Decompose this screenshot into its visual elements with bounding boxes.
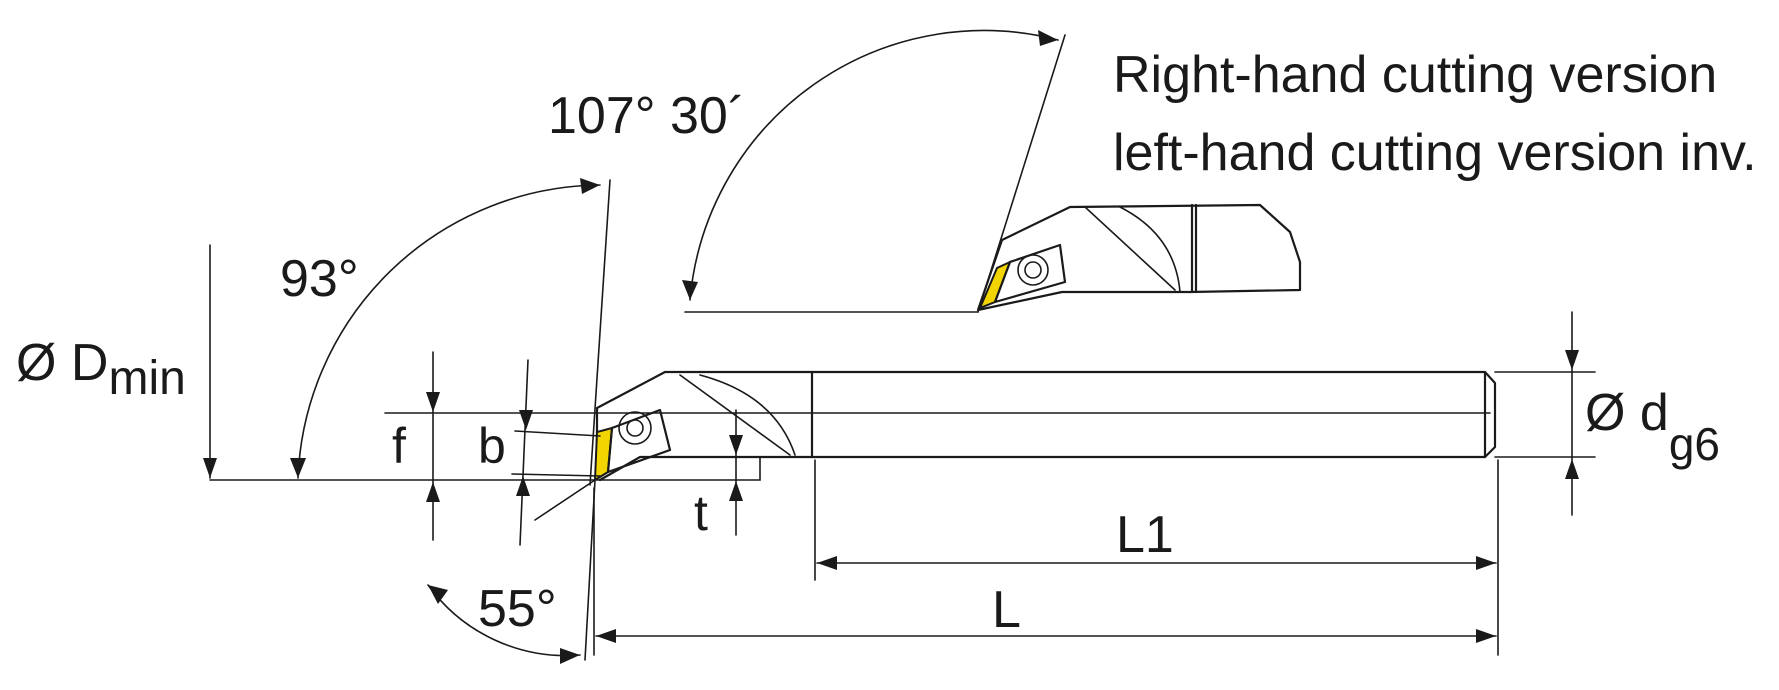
main-tool <box>593 370 1497 482</box>
top-screw-inner <box>1024 261 1042 279</box>
t-arrow-2 <box>729 481 743 501</box>
shank <box>810 370 1497 459</box>
screw-inner <box>626 419 644 437</box>
d-label: Ø dg6 <box>1585 384 1720 470</box>
l1-label: L1 <box>1116 506 1174 564</box>
angle-top-label: 107° 30´ <box>548 87 745 145</box>
b-arrow-2 <box>516 476 530 496</box>
insert-arrow-2 <box>560 648 580 664</box>
top-screw-outer <box>1017 254 1049 286</box>
head-chamfer-line <box>679 374 791 456</box>
insert-seat <box>606 408 672 474</box>
lead-angle-leg <box>589 179 611 486</box>
t-arrow-1 <box>729 435 743 455</box>
b-line <box>519 359 529 546</box>
b-arrow-1 <box>519 410 533 430</box>
lead-arrow-1 <box>580 178 600 194</box>
angle-lead-label: 93° <box>280 250 359 308</box>
top-angle-arc <box>689 29 1059 301</box>
top-arrow-2 <box>682 280 698 300</box>
b-ref-line-2 <box>511 473 601 477</box>
dmin-arrow <box>203 458 217 478</box>
angle-dimensions <box>290 178 611 664</box>
lead-arrow-2 <box>290 458 306 478</box>
top-chamfer-line <box>1084 206 1176 291</box>
l-arrow-1 <box>596 629 616 643</box>
note-right-hand: Right-hand cutting version <box>1113 46 1717 104</box>
dmin-label: Ø Dmin <box>16 334 186 405</box>
head-chamfer-curve <box>699 374 796 456</box>
labels: Right-hand cutting version left-hand cut… <box>16 46 1757 639</box>
insert-arrow-1 <box>428 585 448 604</box>
l-arrow-2 <box>1476 629 1496 643</box>
screw-outer <box>618 411 652 445</box>
l1-arrow-1 <box>817 556 837 570</box>
top-tool-body <box>976 203 1302 312</box>
linear-dimensions <box>203 244 1596 656</box>
b-ref-line <box>514 430 601 437</box>
l-label: L <box>992 581 1021 639</box>
top-chamfer-curve <box>1119 206 1181 293</box>
top-arrow-1 <box>1038 30 1058 46</box>
l1-arrow-2 <box>1476 556 1496 570</box>
f-label: f <box>392 418 406 474</box>
insert-angle-arc <box>427 584 581 657</box>
f-arrow-1 <box>426 392 440 412</box>
top-view <box>682 29 1302 313</box>
lead-angle-arc <box>297 184 601 479</box>
f-arrow-2 <box>426 482 440 502</box>
insert-angle-leg-1 <box>534 479 596 521</box>
note-left-hand: left-hand cutting version inv. <box>1113 124 1757 182</box>
d-arrow-1 <box>1565 350 1579 370</box>
top-insert-seat <box>993 243 1067 304</box>
angle-insert-label: 55° <box>478 580 557 638</box>
d-arrow-2 <box>1565 459 1579 479</box>
t-label: t <box>694 485 708 541</box>
b-label: b <box>478 418 506 474</box>
